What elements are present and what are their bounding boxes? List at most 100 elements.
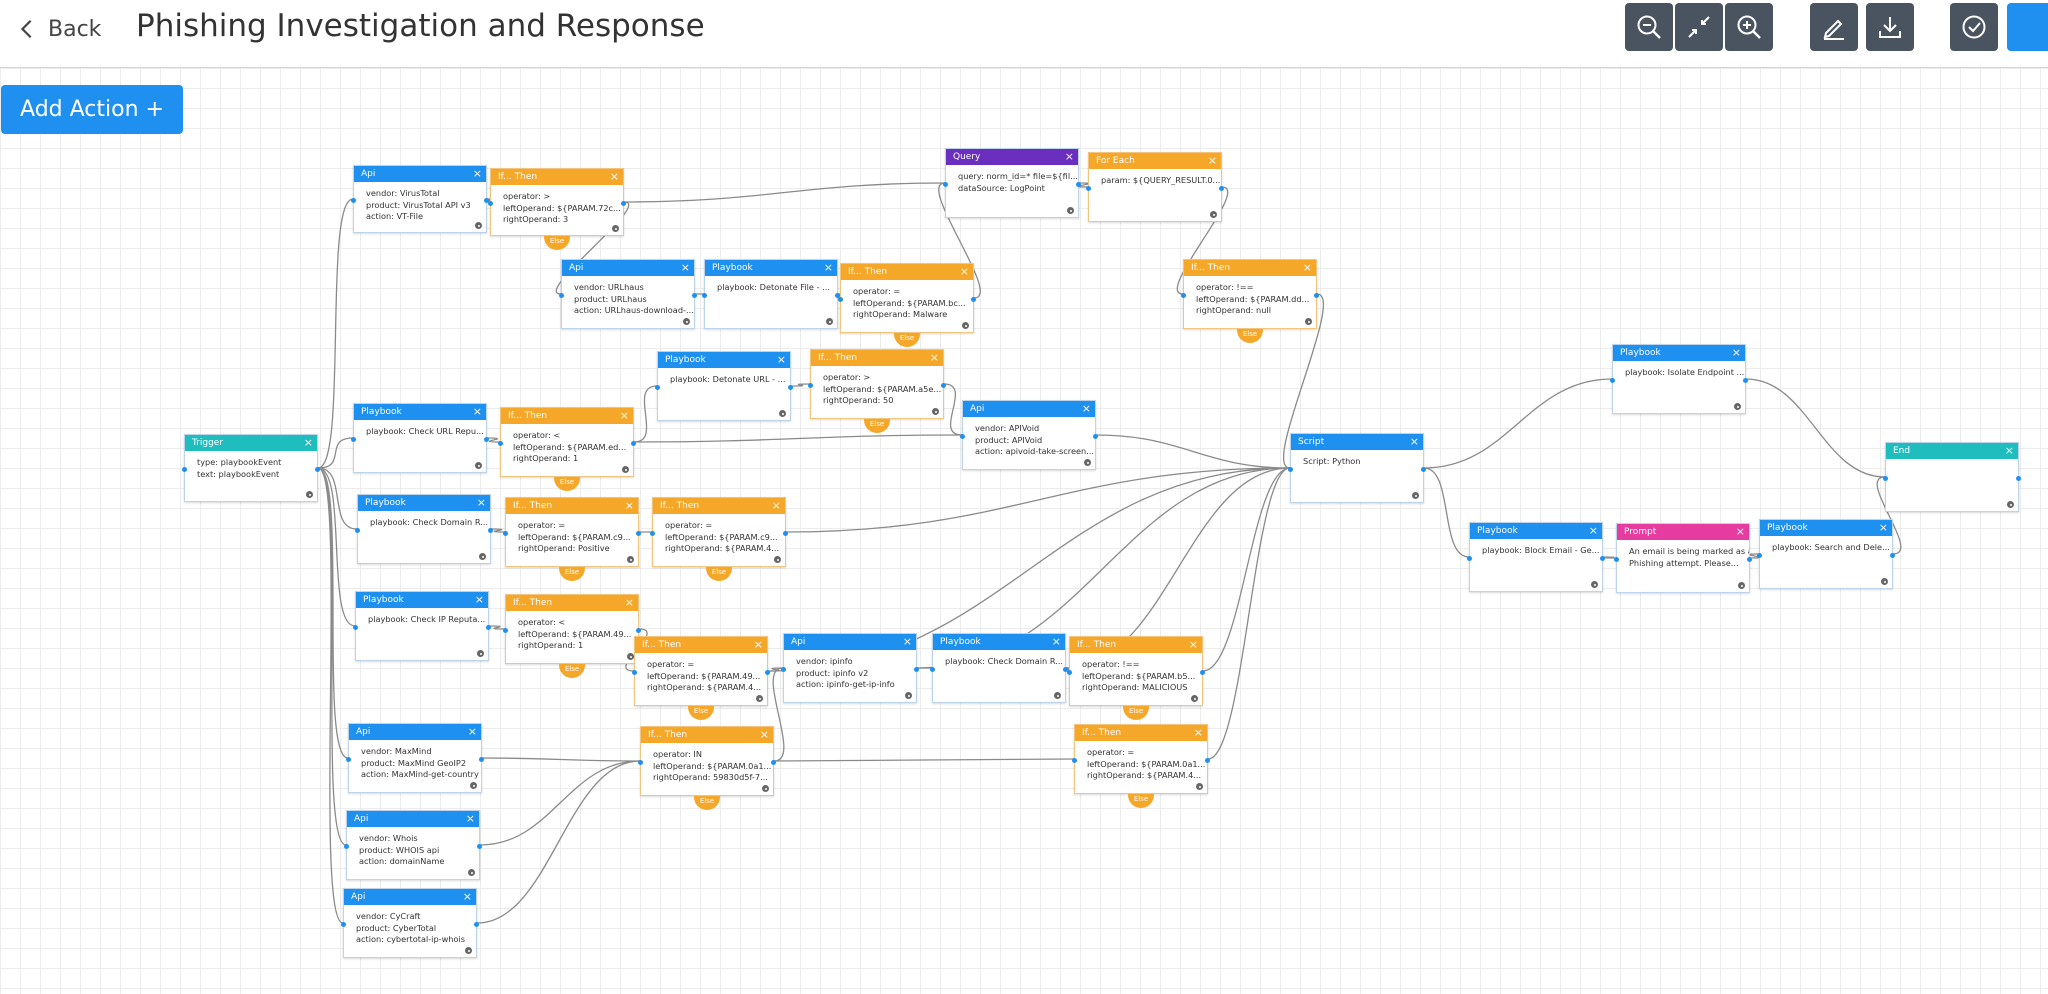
input-port[interactable] — [341, 922, 346, 927]
input-port[interactable] — [1072, 758, 1077, 763]
gear-icon[interactable] — [905, 692, 912, 699]
node-if-positive[interactable]: If... Then×operator: =leftOperand: ${PAR… — [503, 497, 641, 567]
gear-icon[interactable] — [622, 466, 629, 473]
validate-button[interactable] — [1950, 3, 1998, 51]
output-port[interactable] — [479, 757, 484, 762]
output-port[interactable] — [1314, 293, 1319, 298]
output-port[interactable] — [783, 531, 788, 536]
gear-icon[interactable] — [612, 225, 619, 232]
output-port[interactable] — [788, 385, 793, 390]
input-port[interactable] — [351, 437, 356, 442]
input-port[interactable] — [960, 434, 965, 439]
node-end[interactable]: End× — [1883, 442, 2021, 512]
node-pb-urlrep[interactable]: Playbook×playbook: Check URL Repu... — [351, 403, 489, 473]
output-port[interactable] — [484, 198, 489, 203]
output-port[interactable] — [1200, 670, 1205, 675]
output-port[interactable] — [941, 383, 946, 388]
gear-icon[interactable] — [932, 408, 939, 415]
gear-icon[interactable] — [1738, 582, 1745, 589]
output-port[interactable] — [2016, 476, 2021, 481]
else-branch-handle[interactable]: Else — [894, 333, 920, 347]
gear-icon[interactable] — [627, 556, 634, 563]
gear-icon[interactable] — [468, 869, 475, 876]
else-branch-handle[interactable]: Else — [544, 236, 570, 250]
node-pb-iprep[interactable]: Playbook×playbook: Check IP Reputa... — [353, 591, 491, 661]
input-port[interactable] — [1288, 467, 1293, 472]
output-port[interactable] — [1747, 557, 1752, 562]
close-icon[interactable]: × — [472, 405, 482, 418]
node-if-49a[interactable]: If... Then×operator: <leftOperand: ${PAR… — [503, 594, 641, 664]
input-port[interactable] — [650, 531, 655, 536]
output-port[interactable] — [636, 531, 641, 536]
else-branch-handle[interactable]: Else — [559, 664, 585, 678]
node-script[interactable]: Script×Script: Python — [1288, 433, 1426, 503]
input-port[interactable] — [503, 628, 508, 633]
input-port[interactable] — [1181, 293, 1186, 298]
close-icon[interactable]: × — [1051, 635, 1061, 648]
close-icon[interactable]: × — [1731, 346, 1741, 359]
output-port[interactable] — [631, 441, 636, 446]
close-icon[interactable]: × — [753, 638, 763, 651]
close-icon[interactable]: × — [465, 812, 475, 825]
output-port[interactable] — [315, 467, 320, 472]
input-port[interactable] — [351, 198, 356, 203]
close-icon[interactable]: × — [462, 890, 472, 903]
close-icon[interactable]: × — [959, 265, 969, 278]
output-port[interactable] — [1890, 553, 1895, 558]
gear-icon[interactable] — [1591, 581, 1598, 588]
output-port[interactable] — [1743, 378, 1748, 383]
gear-icon[interactable] — [477, 650, 484, 657]
input-port[interactable] — [182, 467, 187, 472]
output-port[interactable] — [484, 437, 489, 442]
gear-icon[interactable] — [479, 553, 486, 560]
close-icon[interactable]: × — [1409, 435, 1419, 448]
gear-icon[interactable] — [762, 785, 769, 792]
close-icon[interactable]: × — [1064, 150, 1074, 163]
output-port[interactable] — [477, 844, 482, 849]
close-icon[interactable]: × — [467, 725, 477, 738]
input-port[interactable] — [353, 625, 358, 630]
close-icon[interactable]: × — [624, 499, 634, 512]
input-port[interactable] — [781, 667, 786, 672]
download-button[interactable] — [1866, 3, 1914, 51]
gear-icon[interactable] — [1305, 318, 1312, 325]
output-port[interactable] — [835, 293, 840, 298]
output-port[interactable] — [636, 628, 641, 633]
input-port[interactable] — [488, 201, 493, 206]
close-icon[interactable]: × — [1878, 521, 1888, 534]
close-icon[interactable]: × — [1735, 525, 1745, 538]
else-branch-handle[interactable]: Else — [559, 567, 585, 581]
input-port[interactable] — [1614, 557, 1619, 562]
output-port[interactable] — [1421, 467, 1426, 472]
node-if-null[interactable]: If... Then×operator: !==leftOperand: ${P… — [1181, 259, 1319, 329]
node-if-url1[interactable]: If... Then×operator: <leftOperand: ${PAR… — [498, 407, 636, 477]
node-pb-domrep2[interactable]: Playbook×playbook: Check Domain R... — [930, 633, 1068, 703]
output-port[interactable] — [971, 297, 976, 302]
close-icon[interactable]: × — [303, 436, 313, 449]
input-port[interactable] — [344, 844, 349, 849]
node-if-malicious[interactable]: If... Then×operator: !==leftOperand: ${P… — [1067, 636, 1205, 706]
edit-button[interactable] — [1810, 3, 1858, 51]
add-action-button[interactable]: Add Action + — [1, 85, 183, 134]
gear-icon[interactable] — [1067, 207, 1074, 214]
close-icon[interactable]: × — [1207, 154, 1217, 167]
close-icon[interactable]: × — [1588, 524, 1598, 537]
back-link[interactable]: Back — [16, 12, 101, 46]
node-if-0a1[interactable]: If... Then×operator: =leftOperand: ${PAR… — [1072, 724, 1210, 794]
gear-icon[interactable] — [475, 462, 482, 469]
gear-icon[interactable] — [683, 318, 690, 325]
close-icon[interactable]: × — [823, 261, 833, 274]
close-icon[interactable]: × — [929, 351, 939, 364]
output-port[interactable] — [1093, 434, 1098, 439]
node-foreach[interactable]: For Each×param: ${QUERY_RESULT.0.... — [1086, 152, 1224, 222]
gear-icon[interactable] — [306, 491, 313, 498]
input-port[interactable] — [1086, 186, 1091, 191]
close-icon[interactable]: × — [474, 593, 484, 606]
close-icon[interactable]: × — [624, 596, 634, 609]
else-branch-handle[interactable]: Else — [688, 706, 714, 720]
input-port[interactable] — [838, 297, 843, 302]
close-icon[interactable]: × — [1081, 402, 1091, 415]
